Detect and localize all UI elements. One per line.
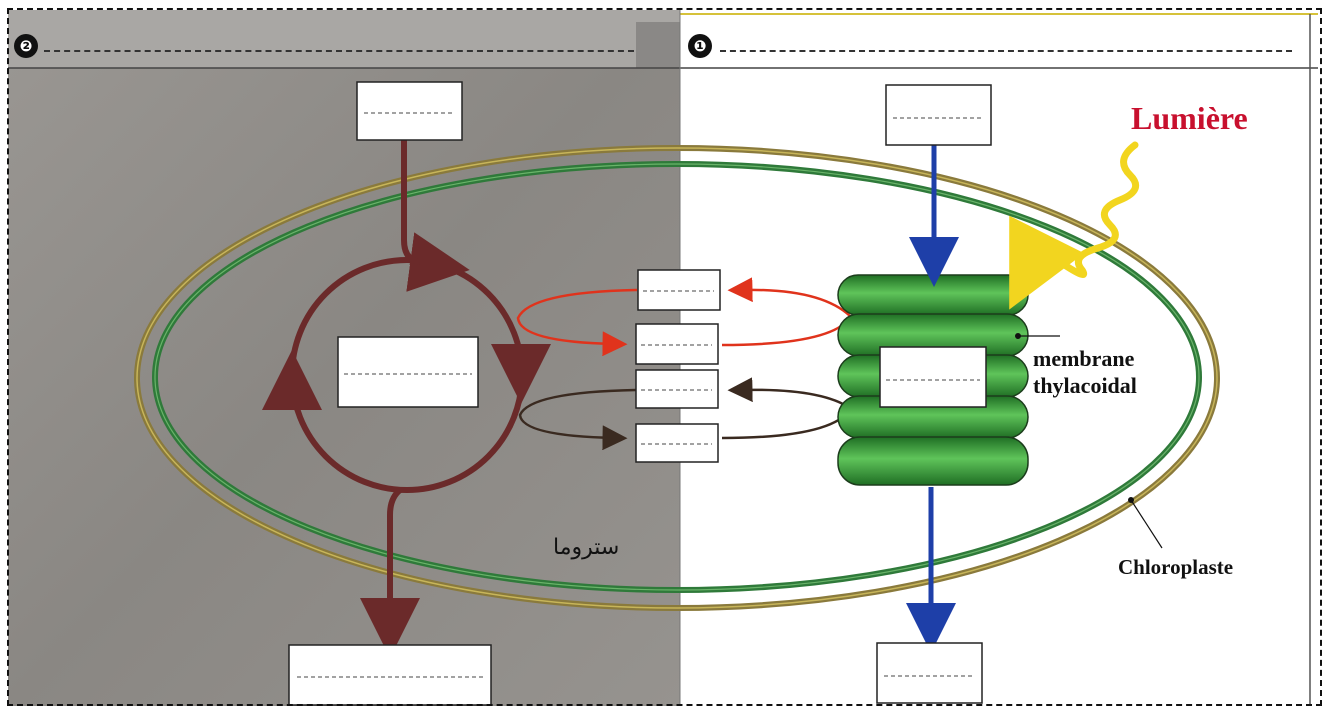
panel-2-title-field[interactable] bbox=[44, 50, 634, 52]
membrane-label-line1: membrane bbox=[1033, 345, 1137, 372]
membrane-label: membrane thylacoidal bbox=[1033, 345, 1137, 399]
stroma-label: ستروما bbox=[553, 535, 619, 560]
light-label: Lumière bbox=[1131, 100, 1248, 137]
panel-number-2: ❷ bbox=[14, 34, 38, 58]
panel-1-title-field[interactable] bbox=[720, 50, 1292, 52]
membrane-label-line2: thylacoidal bbox=[1033, 372, 1137, 399]
panel-number-1: ❶ bbox=[688, 34, 712, 58]
chloroplast-label: Chloroplaste bbox=[1118, 555, 1233, 580]
